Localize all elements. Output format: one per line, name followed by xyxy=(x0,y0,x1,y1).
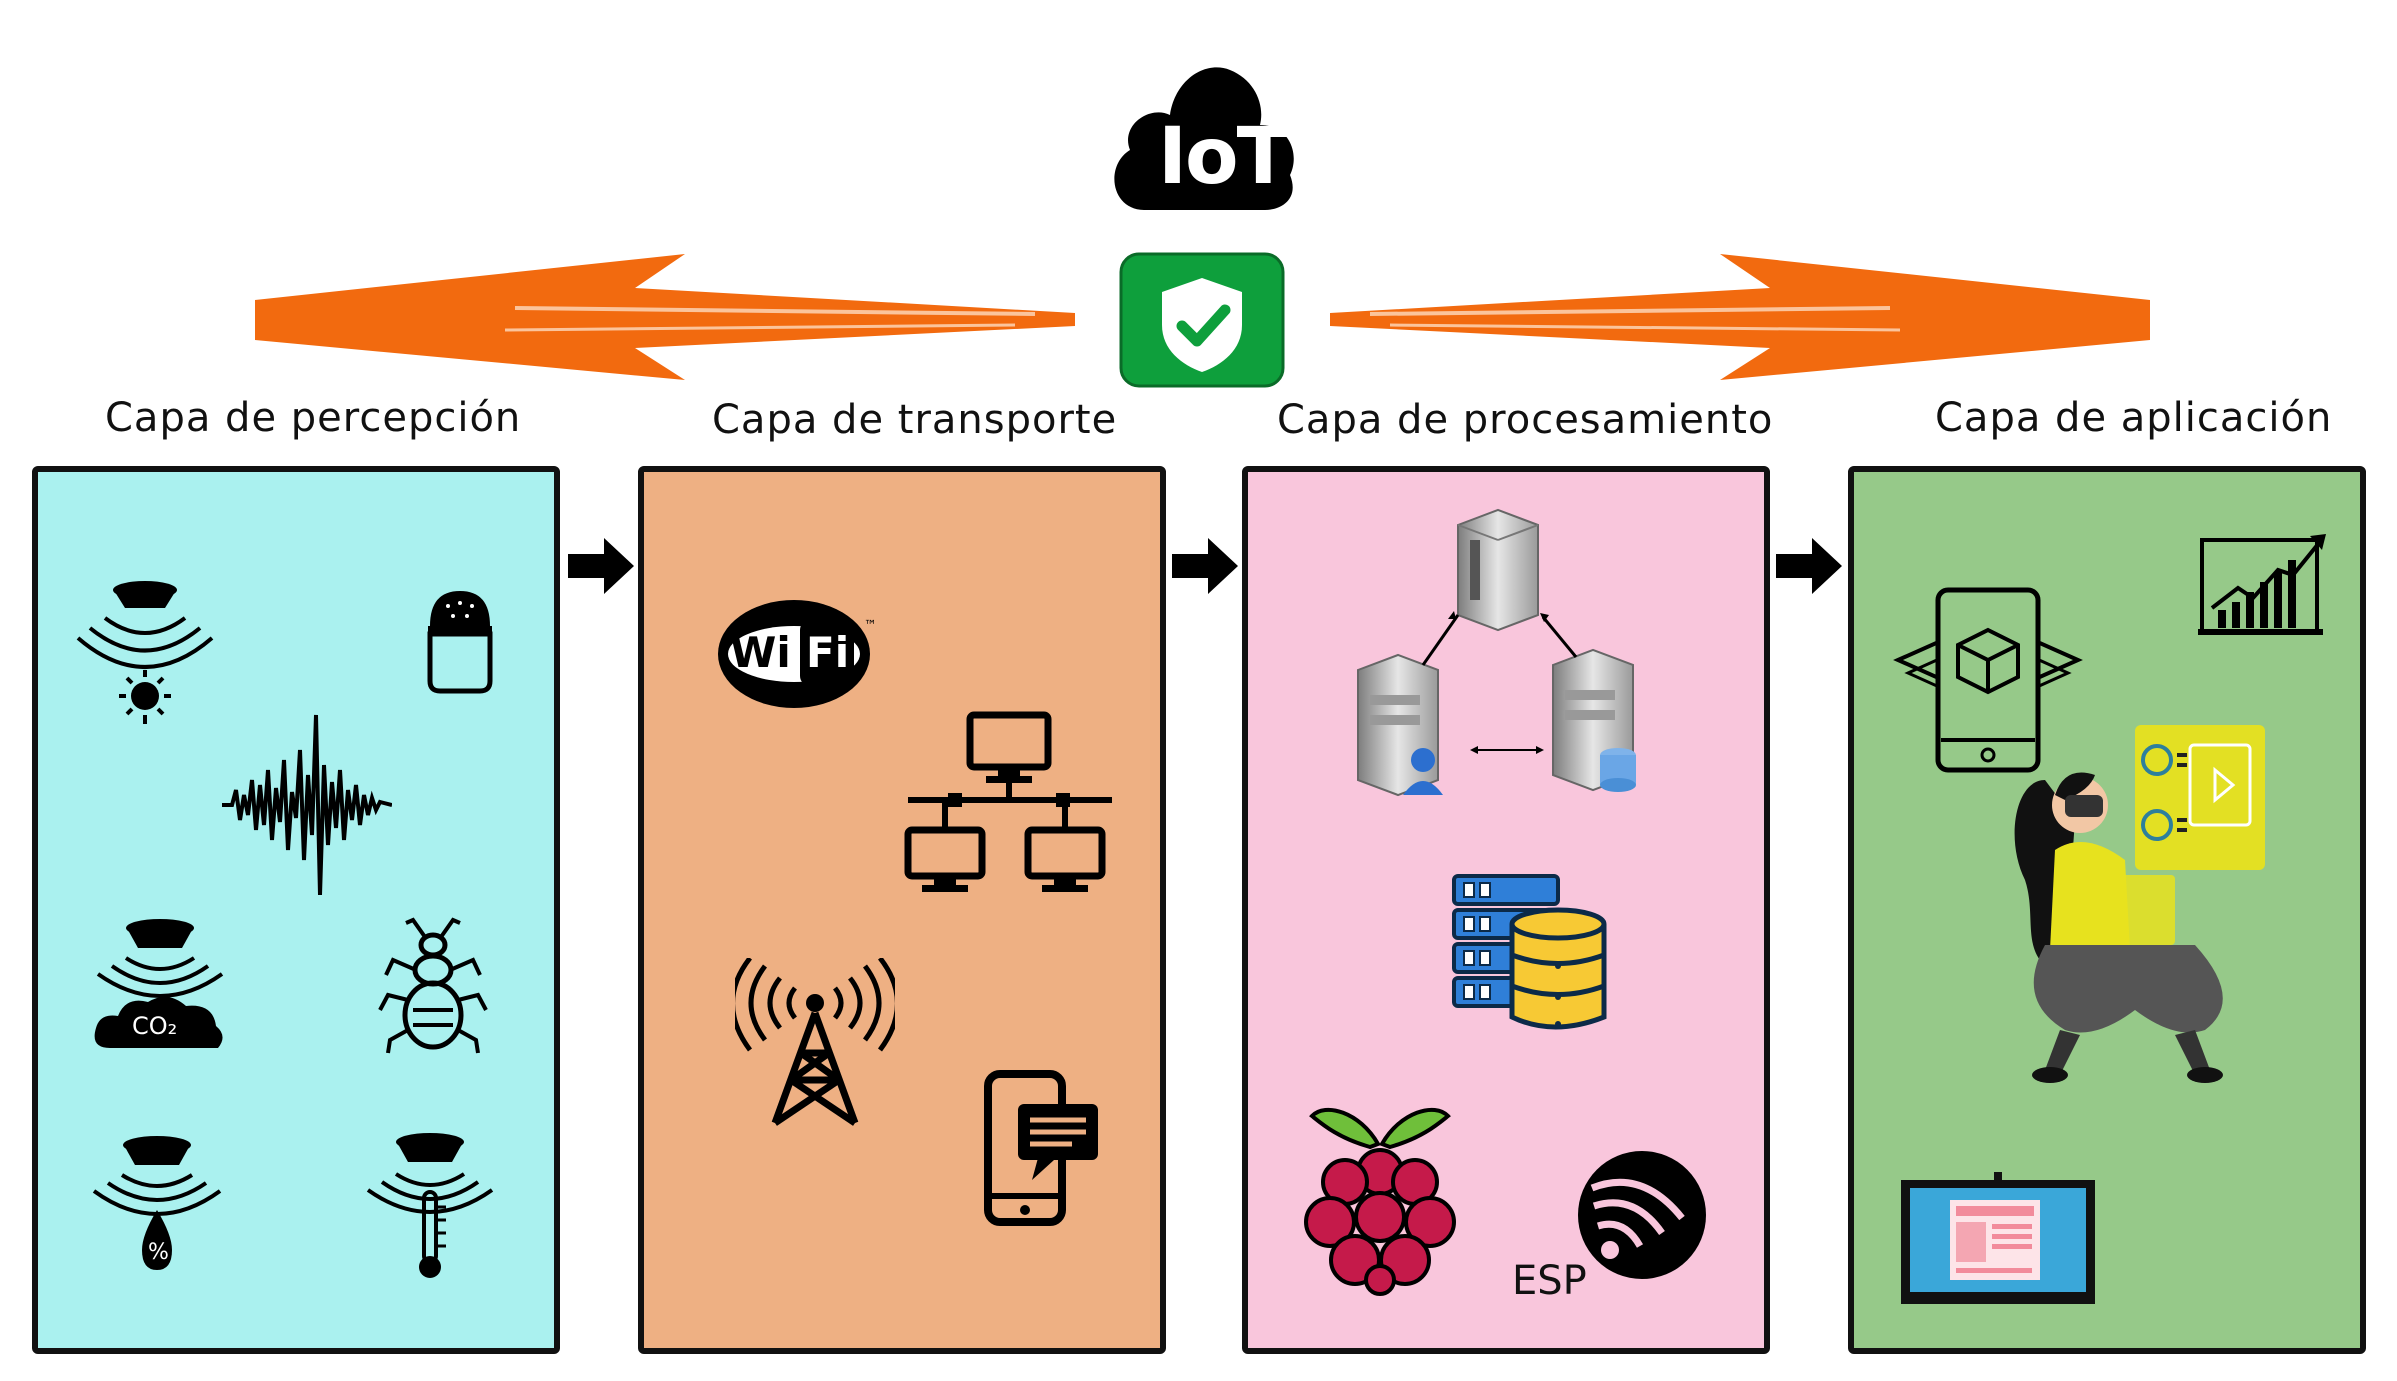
co2-sensor-icon xyxy=(88,918,238,1053)
container-sensor-icon xyxy=(420,586,500,696)
vr-user-illustration xyxy=(2005,710,2275,1100)
layer-title-application: Capa de aplicación xyxy=(1935,395,2333,441)
wifi-trademark: ™ xyxy=(864,618,877,634)
layer-title-processing: Capa de procesamiento xyxy=(1277,397,1774,443)
server-network-icon xyxy=(1348,505,1678,805)
growth-chart-icon xyxy=(2198,530,2333,640)
raspberry-pi-icon xyxy=(1300,1102,1460,1297)
layer-title-transport: Capa de transporte xyxy=(712,397,1118,443)
left-orange-arrow xyxy=(255,248,1075,388)
humidity-sensor-icon xyxy=(82,1135,232,1280)
wifi-text-wi: Wi xyxy=(730,628,791,677)
wifi-text-fi: Fi xyxy=(806,628,850,677)
vibration-wave-icon xyxy=(222,710,392,900)
right-orange-arrow xyxy=(1330,248,2150,388)
insect-icon xyxy=(378,915,488,1055)
wifi-logo-icon xyxy=(716,596,886,710)
database-server-icon xyxy=(1450,872,1610,1037)
arrow-right-icon xyxy=(1172,538,1238,594)
layer-title-perception: Capa de percepción xyxy=(105,395,522,441)
antenna-tower-icon xyxy=(735,958,895,1128)
humidity-percent-label: % xyxy=(148,1240,169,1265)
arrow-right-icon xyxy=(568,538,634,594)
light-sensor-icon xyxy=(70,578,220,728)
smartphone-message-icon xyxy=(982,1068,1102,1228)
co2-label: CO₂ xyxy=(132,1012,178,1040)
security-shield-icon xyxy=(1117,250,1287,390)
web-dashboard-screen-icon xyxy=(1898,1172,2098,1308)
temperature-sensor-icon xyxy=(360,1132,500,1282)
arrow-right-icon xyxy=(1776,538,1842,594)
network-topology-icon xyxy=(900,710,1120,900)
esp-label: ESP xyxy=(1512,1258,1587,1304)
esp-logo-icon xyxy=(1572,1148,1712,1282)
ar-smartphone-icon xyxy=(1893,585,2083,775)
iot-label: IoT xyxy=(1158,112,1290,202)
iot-cloud-icon xyxy=(1105,55,1301,215)
panel-transport xyxy=(638,466,1166,1354)
